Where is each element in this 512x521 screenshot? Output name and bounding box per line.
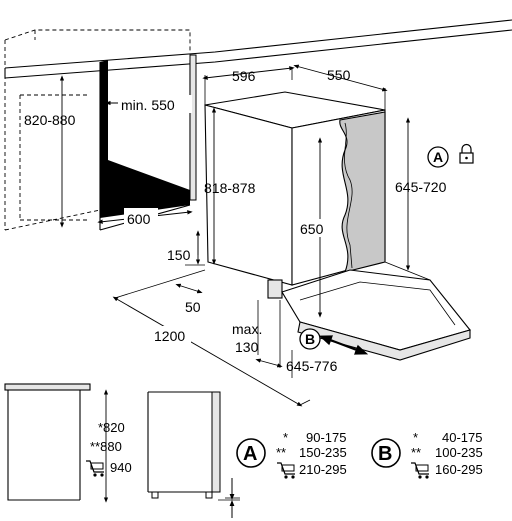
table-a-letter: A bbox=[243, 443, 257, 465]
table-a-value-0: 90-175 bbox=[306, 430, 346, 445]
dim-645-776: 645-776 bbox=[286, 358, 338, 374]
table-b-value-0: 40-175 bbox=[442, 430, 482, 445]
table-a-value-1: 150-235 bbox=[299, 445, 347, 460]
trolley-icon-side bbox=[86, 460, 104, 477]
trolley-icon-b bbox=[411, 462, 429, 479]
marker-a: A bbox=[433, 149, 443, 165]
dim-150: 150 bbox=[167, 247, 191, 263]
dim-820-880: 820-880 bbox=[24, 112, 76, 128]
lock-icon bbox=[459, 143, 474, 164]
table-b-letter: B bbox=[378, 443, 392, 465]
table-a: A * 90-175 ** 150-235 210-295 bbox=[236, 430, 347, 479]
marker-b: B bbox=[305, 331, 315, 347]
table-b: B * 40-175 ** 100-235 160-295 bbox=[371, 430, 483, 479]
dim-max: max. bbox=[232, 321, 262, 337]
side-view bbox=[4, 383, 240, 501]
niche-shadow bbox=[100, 60, 190, 218]
marker-a-circle bbox=[427, 146, 449, 168]
trolley-icon-a bbox=[277, 462, 295, 479]
dim-818-878: 818-878 bbox=[204, 180, 256, 196]
dim-940: 940 bbox=[110, 460, 132, 475]
dim-max-130: 130 bbox=[235, 339, 259, 355]
niche-outline bbox=[4, 19, 512, 231]
dim-820-star: *820 bbox=[98, 420, 125, 435]
table-b-mark-0: * bbox=[413, 430, 418, 445]
table-b-value-2: 160-295 bbox=[435, 462, 483, 477]
dim-596: 596 bbox=[232, 68, 256, 84]
dim-880-star: **880 bbox=[90, 439, 122, 454]
table-a-value-2: 210-295 bbox=[299, 462, 347, 477]
dim-645-720: 645-720 bbox=[395, 179, 447, 195]
dim-min-550: min. 550 bbox=[121, 97, 175, 113]
dim-600: 600 bbox=[127, 211, 151, 227]
dim-1200: 1200 bbox=[154, 328, 185, 344]
dim-50: 50 bbox=[185, 299, 201, 315]
table-a-mark-1: ** bbox=[276, 445, 286, 460]
dim-550: 550 bbox=[327, 67, 351, 83]
dim-650: 650 bbox=[300, 221, 324, 237]
table-a-mark-0: * bbox=[283, 430, 288, 445]
dishwasher-body bbox=[204, 91, 386, 299]
niche-side-panel bbox=[189, 54, 197, 201]
table-b-value-1: 100-235 bbox=[435, 445, 483, 460]
table-b-mark-1: ** bbox=[411, 445, 421, 460]
